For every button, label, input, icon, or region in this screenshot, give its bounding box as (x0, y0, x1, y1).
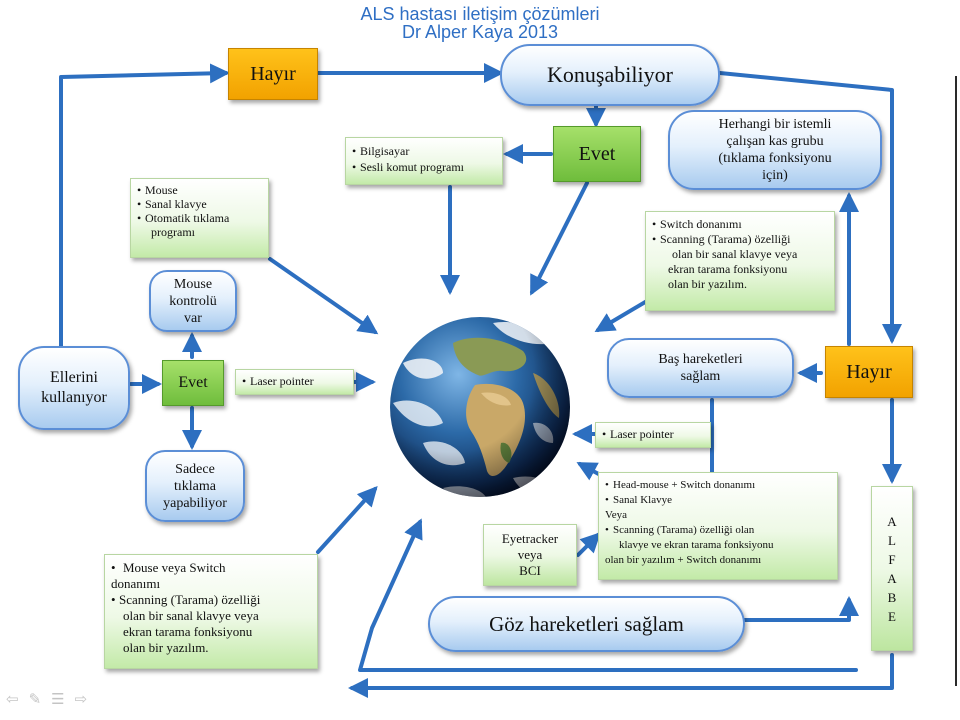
arrow-ellerini-to-hayir (59, 63, 230, 354)
sadece-line-1: Sadece (175, 461, 215, 477)
otomatik-tiklama-item: Otomatik tıklama (137, 211, 262, 225)
arrow-mouse-switch-to-globe (316, 486, 378, 554)
istemli-line-1: Herhangi bir istemli (718, 117, 832, 132)
mouse-kontrolu-box: Mouse kontrolü var (149, 270, 237, 332)
evet-top-box: Evet (553, 126, 641, 182)
bas-hareketleri-box: Baş hareketleri sağlam (607, 338, 794, 398)
scanning-right-line-2: klavye ve ekran tarama fonksiyonu (619, 539, 774, 551)
head-mouse-note: Head-mouse + Switch donanımı Sanal Klavy… (598, 472, 838, 580)
ellerini-kullaniyor-box: Ellerini kullanıyor (18, 346, 130, 430)
scanning-line-2: olan bir sanal klavye veya (672, 247, 798, 261)
ellerini-line-1: Ellerini (50, 369, 98, 386)
alfabe-box: A L F A B E (871, 486, 913, 651)
mouse-kontrol-line-1: Mouse (173, 276, 213, 292)
scanning-left-line-2: olan bir sanal klavye veya (123, 608, 259, 623)
slide-edge-line (955, 76, 957, 686)
slide-nav-controls: ⇦ ✎ ☰ ⇨ (6, 690, 87, 708)
alfabe-letter: F (888, 551, 896, 567)
sanal-klavye-item: Sanal klavye (137, 197, 262, 211)
laser-pointer-left-note: Laser pointer (235, 369, 354, 395)
arrow-alfabe-to-bottom (348, 653, 894, 698)
alfabe-letter: B (887, 589, 897, 605)
bas-line-2: sağlam (680, 369, 721, 384)
slide-title: ALS hastası iletişim çözümleri (360, 4, 600, 24)
ellerini-line-2: kullanıyor (41, 389, 107, 406)
earth-globe-image (390, 317, 570, 497)
mouse-kontrol-line-2: kontrolü (169, 293, 217, 309)
eyetracker-line-2: veya (517, 547, 543, 562)
bilgisayar-note: Bilgisayar Sesli komut programı (345, 137, 503, 185)
arrow-evet-to-globe (530, 181, 589, 296)
sanal-klavye-right-item: Sanal Klavye (605, 493, 831, 508)
alfabe-letter: A (887, 513, 897, 529)
goz-hareketleri-box: Göz hareketleri sağlam (428, 596, 745, 652)
arrow-switch-to-globe (594, 296, 654, 333)
mouse-switch-item: Mouse veya Switch (111, 560, 311, 576)
sadece-tiklama-box: Sadece tıklama yapabiliyor (145, 450, 245, 522)
pen-icon[interactable]: ✎ (28, 690, 42, 708)
scanning-left-line-3: ekran tarama fonksiyonu (123, 624, 253, 639)
prev-slide-icon[interactable]: ⇦ (6, 690, 19, 708)
mouse-note: Mouse Sanal klavye Otomatik tıklama prog… (130, 178, 269, 258)
mouse-kontrol-line-3: var (184, 310, 202, 326)
alfabe-letter: E (888, 608, 896, 624)
sesli-komut-item: Sesli komut programı (352, 159, 496, 175)
arrow-eyetracker-to-head (576, 532, 601, 557)
alfabe-letter: L (888, 532, 896, 548)
mouse-item: Mouse (137, 183, 262, 197)
menu-icon[interactable]: ☰ (51, 690, 65, 708)
hayir-top-box: Hayır (228, 48, 318, 100)
scanning-right-item: Scanning (Tarama) özelliği olan (605, 523, 831, 538)
scanning-left-line-4: olan bir yazılım. (123, 640, 209, 655)
istemli-line-3: (tıklama fonksiyonu (718, 151, 832, 166)
arrow-goz-right (743, 596, 859, 622)
istemli-line-4: için) (762, 168, 788, 183)
istemli-line-2: çalışan kas grubu (726, 134, 824, 149)
hayir-right-box: Hayır (825, 346, 913, 398)
arrow-konusabiliyor-to-hayir-right (718, 71, 902, 344)
scanning-item: Scanning (Tarama) özelliği (652, 232, 828, 247)
mouse-switch-note: Mouse veya Switch donanımı Scanning (Tar… (104, 554, 318, 669)
konusabiliyor-box: Konuşabiliyor (500, 44, 720, 106)
mouse-switch-cont: donanımı (111, 576, 161, 591)
next-slide-icon[interactable]: ⇨ (74, 690, 88, 708)
alfabe-letter: A (887, 570, 897, 586)
otomatik-tiklama-cont: programı (151, 225, 195, 239)
veya-text: Veya (605, 509, 627, 521)
eyetracker-line-1: Eyetracker (501, 531, 559, 546)
scanning-left-item: Scanning (Tarama) özelliği (111, 592, 311, 608)
laser-pointer-left-item: Laser pointer (242, 374, 347, 388)
sadece-line-2: tıklama (173, 478, 216, 494)
switch-note: Switch donanımı Scanning (Tarama) özelli… (645, 211, 835, 311)
bas-line-1: Baş hareketleri (658, 352, 743, 367)
head-mouse-item: Head-mouse + Switch donanımı (605, 478, 831, 493)
evet-left-box: Evet (162, 360, 224, 406)
laser-pointer-right-note: Laser pointer (595, 422, 711, 448)
scanning-right-line-3: olan bir yazılım + Switch donanımı (605, 554, 762, 566)
laser-pointer-right-item: Laser pointer (602, 427, 704, 441)
arrow-mouse-to-globe (268, 257, 379, 335)
istemli-kas-box: Herhangi bir istemli çalışan kas grubu (… (668, 110, 882, 190)
scanning-line-4: olan bir yazılım. (668, 277, 747, 291)
scanning-line-3: ekran tarama fonksiyonu (668, 262, 788, 276)
eyetracker-box: Eyetracker veya BCI (483, 524, 577, 586)
sadece-line-3: yapabiliyor (163, 495, 227, 511)
eyetracker-line-3: BCI (519, 563, 541, 578)
switch-donanimi-item: Switch donanımı (652, 217, 828, 232)
slide-author: Dr Alper Kaya 2013 (401, 22, 559, 42)
arrow-bottom-loop-to-globe (358, 518, 858, 672)
bilgisayar-item: Bilgisayar (352, 143, 496, 159)
